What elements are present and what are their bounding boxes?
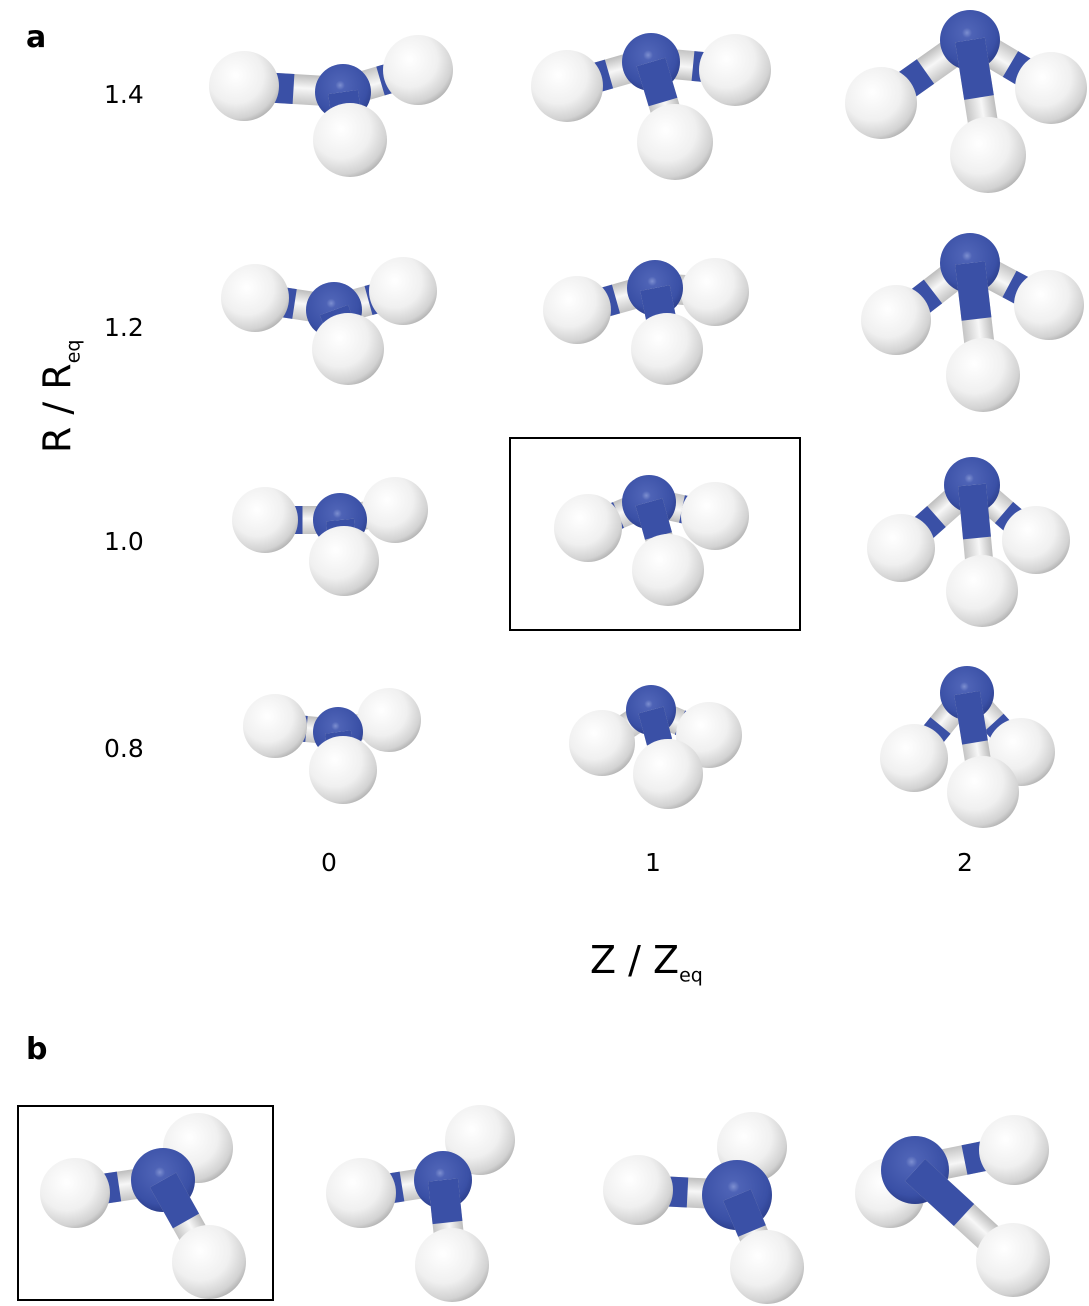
molecule-r1-0-z0 <box>232 477 428 596</box>
x-axis-base: Z <box>653 938 680 982</box>
hydrogen-atom <box>362 477 428 543</box>
hydrogen-atom <box>312 313 384 385</box>
molecule-b-1 <box>40 1113 246 1299</box>
hydrogen-atom <box>861 285 931 355</box>
hydrogen-atom <box>632 534 704 606</box>
molecule-b-2 <box>326 1105 515 1302</box>
hydrogen-atom <box>313 103 387 177</box>
r-label-1-2: 1.2 <box>104 313 144 342</box>
hydrogen-atom <box>383 35 453 105</box>
hydrogen-atom <box>554 494 622 562</box>
hydrogen-atom <box>445 1105 515 1175</box>
hydrogen-atom <box>946 338 1020 412</box>
hydrogen-atom <box>730 1230 804 1304</box>
x-axis-sub: eq <box>679 964 703 987</box>
panel-b-label: b <box>26 1032 48 1067</box>
molecule-layer <box>40 10 1087 1304</box>
molecule-r1-2-z0 <box>221 257 437 385</box>
hydrogen-atom <box>569 710 635 776</box>
molecule-r1-2-z1 <box>543 258 749 385</box>
molecule-r1-0-z2 <box>867 457 1070 627</box>
hydrogen-atom <box>633 739 703 809</box>
hydrogen-atom <box>603 1155 673 1225</box>
r-label-1-4: 1.4 <box>104 80 144 109</box>
hydrogen-atom <box>357 688 421 752</box>
molecule-r1-4-z0 <box>209 35 453 177</box>
molecule-b-4 <box>855 1115 1050 1297</box>
panel-a-label: a <box>26 20 47 55</box>
hydrogen-atom <box>880 724 948 792</box>
x-axis-label: Z / Zeq <box>590 938 703 987</box>
molecule-r1-4-z2 <box>845 10 1087 193</box>
hydrogen-atom <box>947 756 1019 828</box>
hydrogen-atom <box>637 104 713 180</box>
hydrogen-atom <box>243 694 307 758</box>
hydrogen-atom <box>946 555 1018 627</box>
hydrogen-atom <box>369 257 437 325</box>
panel-b-highlight-frame <box>17 1105 274 1301</box>
hydrogen-atom <box>979 1115 1049 1185</box>
hydrogen-atom <box>681 258 749 326</box>
x-axis-symbol: Z <box>590 938 617 982</box>
hydrogen-atom <box>40 1158 110 1228</box>
hydrogen-atom <box>1002 506 1070 574</box>
hydrogen-atom <box>531 50 603 122</box>
hydrogen-atom <box>976 1223 1050 1297</box>
hydrogen-atom <box>681 482 749 550</box>
z-label-0: 0 <box>321 848 337 877</box>
molecule-r0-8-z1 <box>569 685 742 809</box>
molecule-b-3 <box>603 1112 804 1304</box>
x-axis-sep: / <box>616 938 654 982</box>
hydrogen-atom <box>232 487 298 553</box>
r-label-0-8: 0.8 <box>104 734 144 763</box>
hydrogen-atom <box>309 736 377 804</box>
molecule-r1-0-z1 <box>554 475 749 606</box>
hydrogen-atom <box>543 276 611 344</box>
hydrogen-atom <box>631 313 703 385</box>
hydrogen-atom <box>172 1225 246 1299</box>
hydrogen-atom <box>415 1228 489 1302</box>
molecule-r1-4-z1 <box>531 33 771 180</box>
r-label-1-0: 1.0 <box>104 527 144 556</box>
z-label-1: 1 <box>645 848 661 877</box>
z-label-2: 2 <box>957 848 973 877</box>
hydrogen-atom <box>209 51 279 121</box>
molecule-r1-2-z2 <box>861 233 1084 412</box>
hydrogen-atom <box>1014 270 1084 340</box>
hydrogen-atom <box>326 1158 396 1228</box>
equilibrium-highlight-frame <box>509 437 801 631</box>
hydrogen-atom <box>309 526 379 596</box>
molecule-r0-8-z2 <box>880 666 1055 828</box>
hydrogen-atom <box>845 67 917 139</box>
hydrogen-atom <box>699 34 771 106</box>
hydrogen-atom <box>1015 52 1087 124</box>
hydrogen-atom <box>950 117 1026 193</box>
hydrogen-atom <box>221 264 289 332</box>
hydrogen-atom <box>867 514 935 582</box>
molecule-r0-8-z0 <box>243 688 421 804</box>
